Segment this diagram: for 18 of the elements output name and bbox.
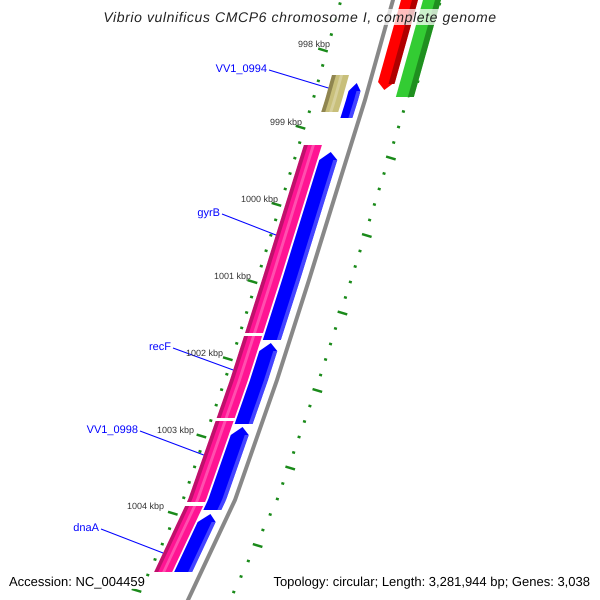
scale-label: 1004 kbp xyxy=(126,501,164,511)
scale-label: 999 kbp xyxy=(270,117,302,127)
scale-label: 1003 kbp xyxy=(156,425,194,435)
leader-line xyxy=(100,528,164,554)
gene-label: dnaA xyxy=(73,522,99,534)
leader-line xyxy=(172,348,234,370)
gene-label: gyrB xyxy=(197,207,220,219)
scale-label: 998 kbp xyxy=(298,39,330,49)
gene-label: VV1_0994 xyxy=(216,63,267,75)
gene-label: recF xyxy=(149,341,171,353)
accession-text: Accession: NC_004459 xyxy=(8,574,146,589)
genome-info-text: Topology: circular; Length: 3,281,944 bp; Genes: 3,038 xyxy=(272,574,591,589)
scale-label: 1001 kbp xyxy=(214,271,251,281)
scale-label: 1000 kbp xyxy=(240,194,278,204)
leader-line xyxy=(140,430,204,456)
gene-label: VV1_0998 xyxy=(86,424,138,436)
scale-label: 1002 kbp xyxy=(186,348,223,358)
gene-bar xyxy=(321,75,349,112)
